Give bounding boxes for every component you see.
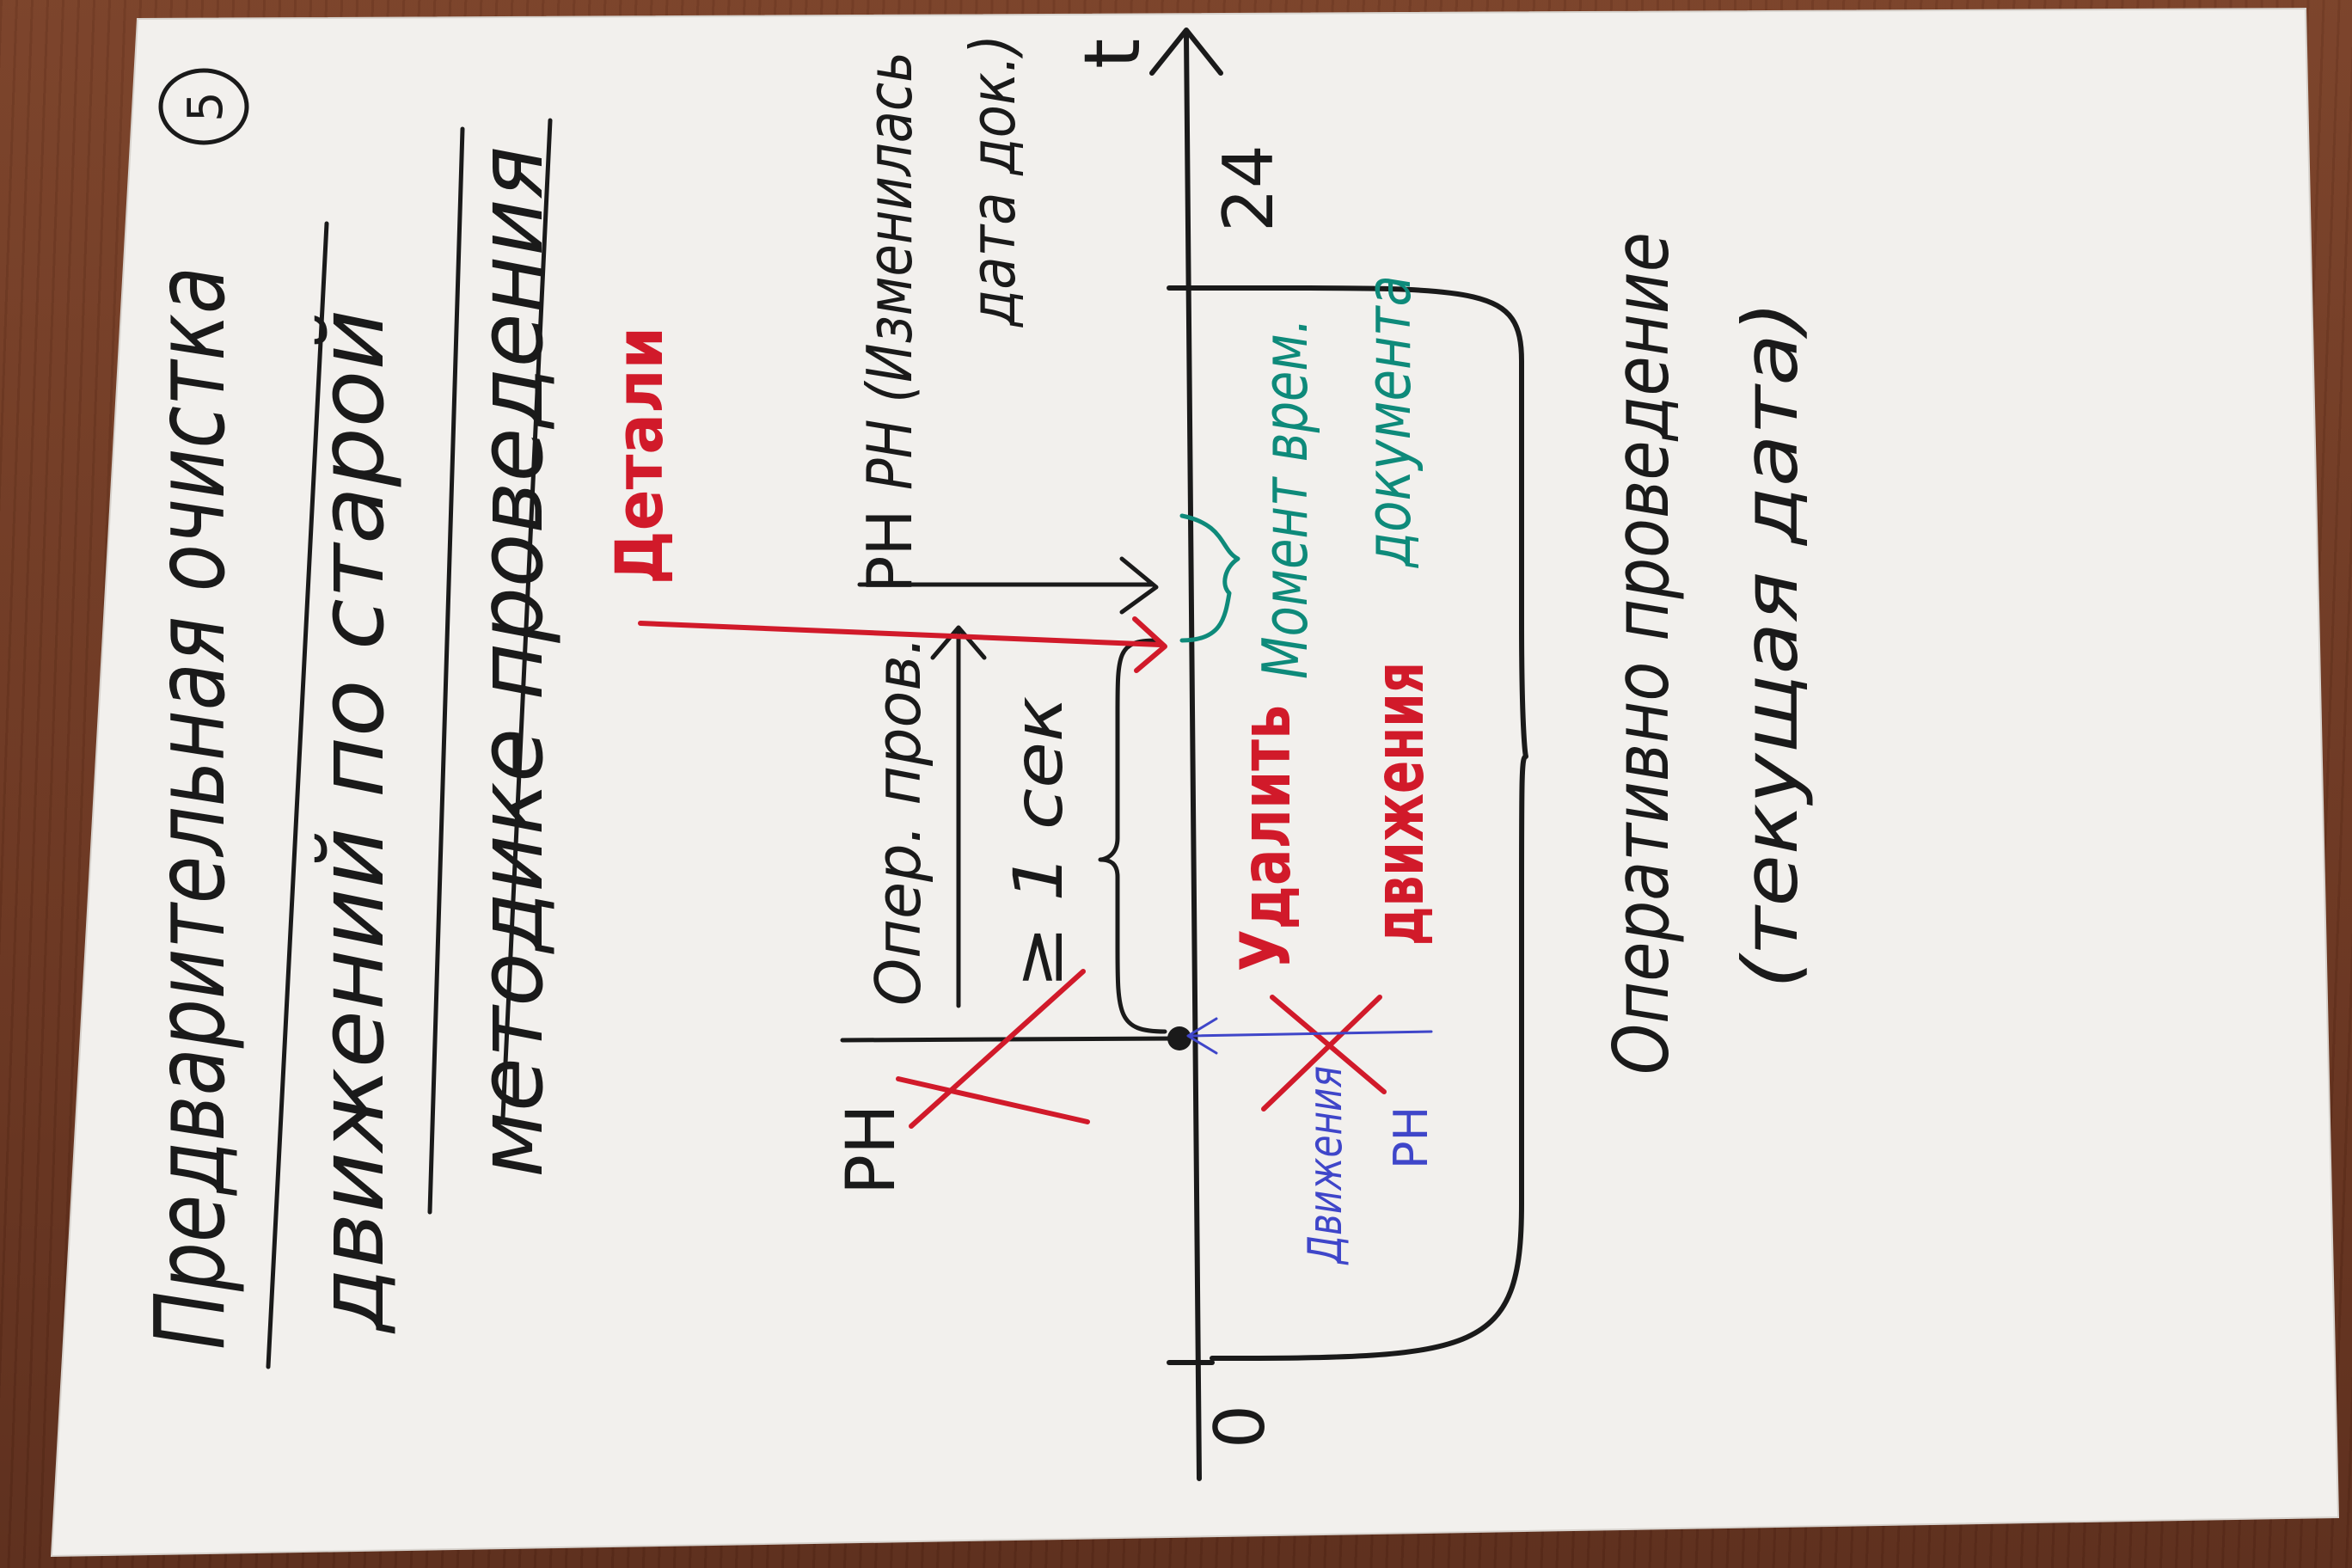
- title-line-1: Предварительная очистка: [135, 266, 247, 1350]
- rn-moves-label: Движения: [1298, 1066, 1352, 1265]
- red-cross-moves: [1261, 995, 1387, 1112]
- title-underline-2: [427, 126, 465, 1215]
- operative-brace: [1210, 285, 1528, 1361]
- rn-changed-label-2: дата док.): [957, 34, 1029, 328]
- axis-t-label: t: [1068, 39, 1158, 69]
- axis-zero-label: 0: [1200, 1405, 1280, 1449]
- title-line-2: движений по старой: [299, 309, 404, 1334]
- rn-changed-label: РН (Изменилась: [854, 52, 926, 490]
- page-number-circle: [158, 68, 249, 145]
- time-axis-arrowhead: [1149, 28, 1223, 76]
- one-sec-label: ≥ 1 сек: [1001, 696, 1078, 989]
- page-number: 5: [178, 91, 234, 122]
- doc-time-label: Момент врем.: [1249, 318, 1321, 679]
- one-sec-brace: [1098, 638, 1167, 1034]
- doc-time-brace: [1179, 513, 1240, 643]
- blue-arrow: [1186, 1017, 1433, 1055]
- rn-moves-label-2: РН: [1384, 1106, 1438, 1169]
- details-label: Детали: [601, 327, 677, 585]
- time-axis: [1184, 32, 1202, 1481]
- bottom-note-2: (текущая дата): [1726, 301, 1815, 989]
- title-underline-1: [266, 221, 329, 1369]
- delete-moves-label: Удалить: [1226, 705, 1306, 971]
- doc-time-label-2: документа: [1352, 275, 1424, 569]
- bottom-note-1: Оперативно проведение: [1597, 232, 1686, 1075]
- rn-left-label: РН: [833, 1104, 910, 1195]
- rn-pre-label: РН: [854, 509, 926, 593]
- title-underline-3: [500, 118, 553, 1120]
- red-cross-rn: [896, 969, 1090, 1129]
- title: Предварительная очистка движений по стар…: [135, 146, 563, 1350]
- title-line-3: методике проведения: [458, 146, 563, 1178]
- oper-prov-label: Опер. пров.: [862, 636, 934, 1006]
- delete-moves-label-2: движения: [1359, 662, 1439, 946]
- oper-prov-arrow: [930, 625, 987, 1008]
- rn-changed-arrow: [857, 556, 1159, 615]
- axis-24-label: 24: [1209, 144, 1289, 232]
- details-red-line: [638, 616, 1167, 673]
